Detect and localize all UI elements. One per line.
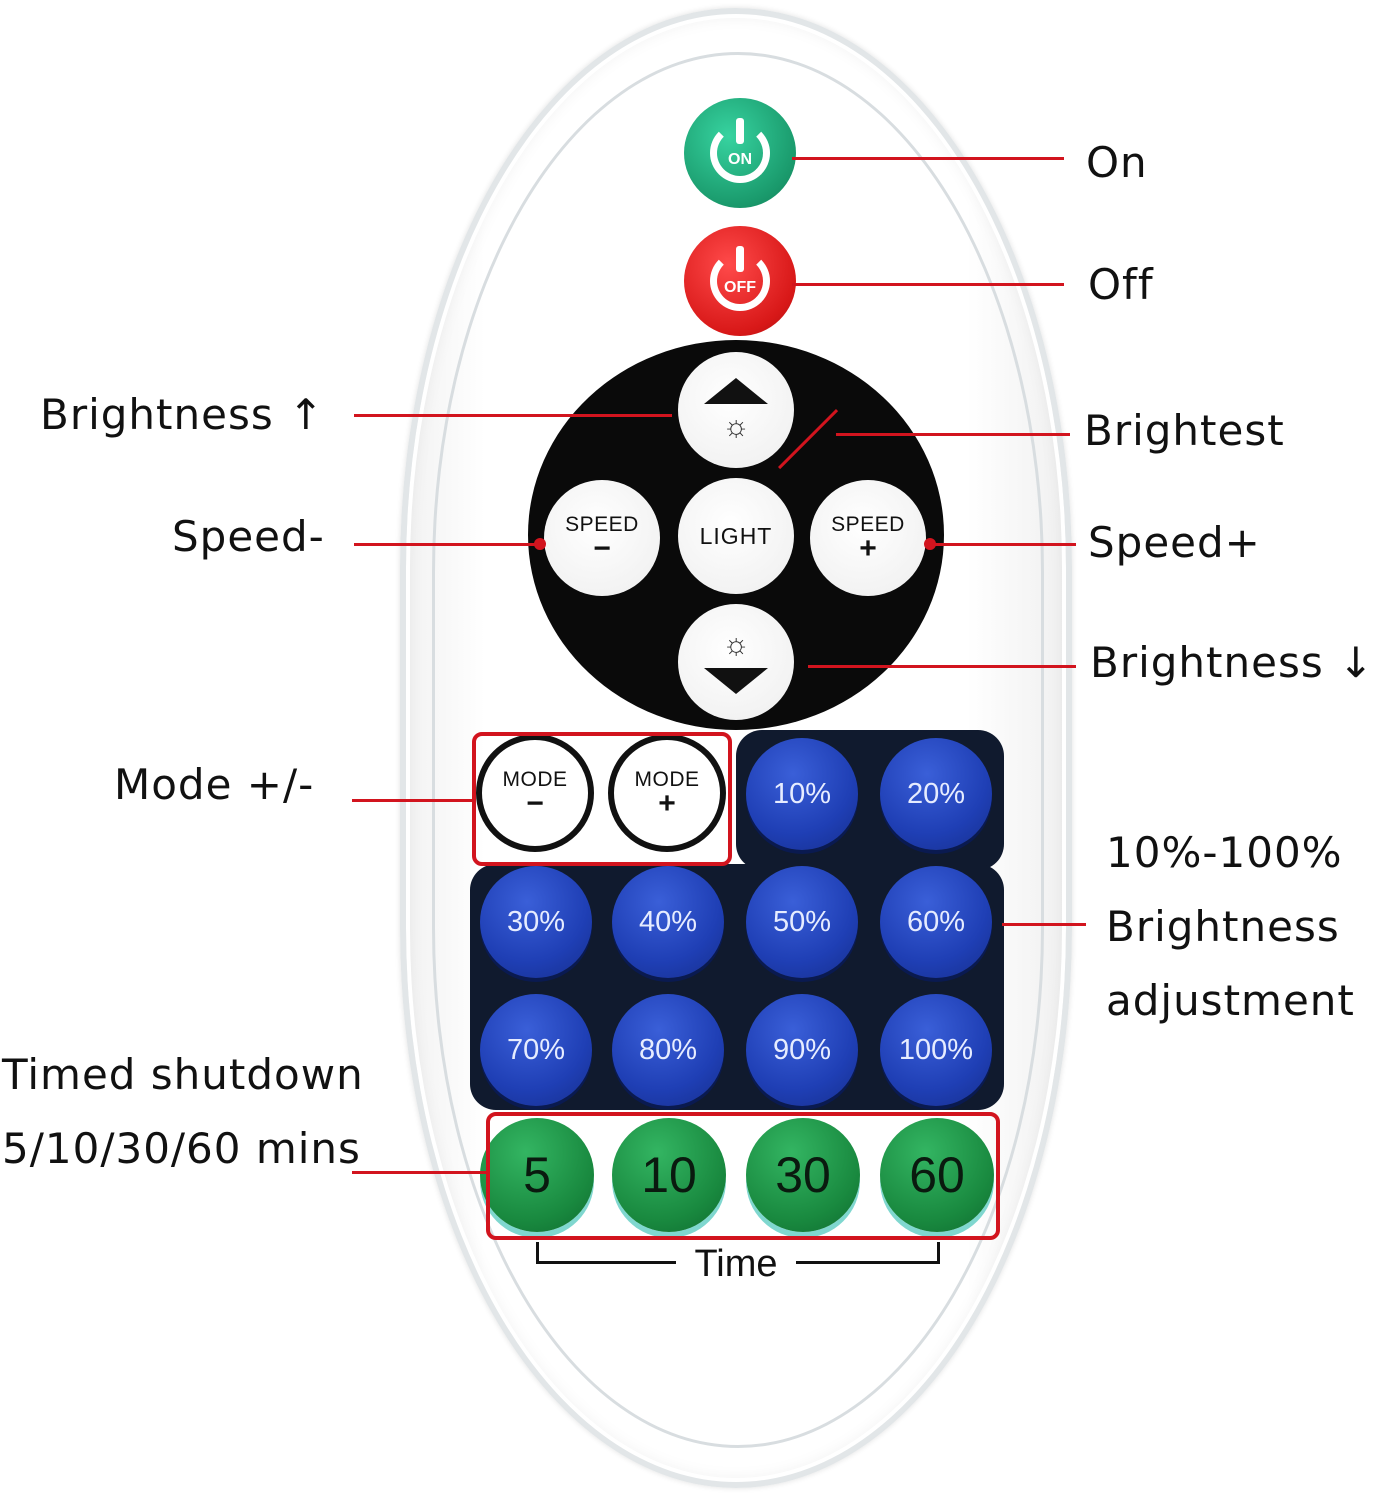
callout-timed-shutdown-line2: 5/10/30/60 mins [2, 1124, 361, 1174]
callout-brightness-adjust-line2: Brightness [1106, 902, 1340, 952]
callout-speed-minus: Speed- [172, 512, 325, 562]
brightness-70-button[interactable]: 70% [480, 994, 592, 1106]
on-button[interactable]: ON [684, 98, 796, 208]
callout-brightest: Brightest [1084, 406, 1285, 456]
callout-dot-speed-plus [924, 538, 936, 550]
callout-line-timer [352, 1171, 488, 1174]
callout-brightness-adjust-line3: adjustment [1106, 976, 1355, 1026]
sun-icon: ☼ [722, 412, 750, 442]
brightness-10-button[interactable]: 10% [746, 738, 858, 850]
callout-line-speed-minus [354, 543, 540, 546]
light-button-label: LIGHT [700, 523, 773, 550]
sun-icon: ☼ [722, 630, 750, 660]
callout-line-brightness-adjust [1002, 923, 1086, 926]
callout-line-mode [352, 799, 474, 802]
mode-highlight-box [472, 732, 732, 866]
brightness-40-button[interactable]: 40% [612, 866, 724, 978]
callout-speed-plus: Speed+ [1088, 518, 1261, 568]
callout-on: On [1086, 138, 1148, 188]
callout-brightness-up: Brightness ↑ [40, 390, 324, 440]
callout-line-brightness-down [808, 665, 1076, 668]
callout-line-brightest [836, 433, 1070, 436]
brightness-80-button[interactable]: 80% [612, 994, 724, 1106]
callout-line-speed-plus [928, 543, 1076, 546]
speed-plus-sign: + [859, 536, 877, 562]
brightness-90-button[interactable]: 90% [746, 994, 858, 1106]
timer-highlight-box [486, 1112, 1000, 1240]
arrow-down-icon [704, 668, 768, 694]
callout-timed-shutdown-line1: Timed shutdown [2, 1050, 364, 1100]
arrow-up-icon [704, 378, 768, 404]
brightness-60-button[interactable]: 60% [880, 866, 992, 978]
callout-line-off [792, 283, 1064, 286]
brightness-up-button[interactable]: ☼ [678, 352, 794, 468]
speed-minus-sign: − [593, 536, 611, 562]
brightness-50-button[interactable]: 50% [746, 866, 858, 978]
off-button[interactable]: OFF [684, 226, 796, 336]
brightness-100-button[interactable]: 100% [880, 994, 992, 1106]
brightness-down-button[interactable]: ☼ [678, 604, 794, 720]
callout-off: Off [1088, 260, 1154, 310]
time-label: Time [676, 1242, 796, 1286]
on-button-label: ON [684, 151, 796, 169]
callout-brightness-adjust-line1: 10%-100% [1106, 828, 1343, 878]
brightness-20-button[interactable]: 20% [880, 738, 992, 850]
speed-minus-button[interactable]: SPEED − [544, 480, 660, 596]
brightness-30-button[interactable]: 30% [480, 866, 592, 978]
light-button[interactable]: LIGHT [678, 478, 794, 594]
callout-line-brightness-up [354, 414, 672, 417]
callout-brightness-down: Brightness ↓ [1090, 638, 1374, 688]
off-button-label: OFF [684, 279, 796, 297]
callout-mode: Mode +/- [114, 760, 314, 810]
callout-line-on [792, 157, 1064, 160]
speed-plus-button[interactable]: SPEED + [810, 480, 926, 596]
callout-dot-speed-minus [534, 538, 546, 550]
